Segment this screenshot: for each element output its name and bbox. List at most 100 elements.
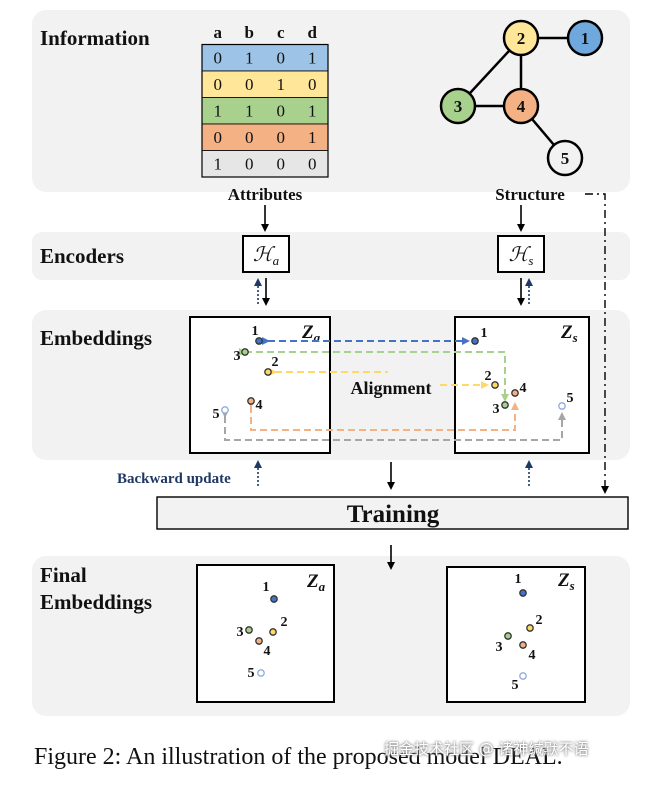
table-row (201, 150, 329, 178)
watermark: 掘金技术社区 @ 诸神缄默不语 (384, 740, 589, 758)
za-point-label-3: 3 (234, 349, 241, 364)
structure-label: Structure (495, 185, 565, 204)
section-title-information: Information (40, 26, 150, 50)
graph-node-label-1: 1 (581, 29, 590, 48)
table-row (201, 70, 329, 98)
zs-point-label-4: 4 (520, 381, 527, 396)
alignment-arrow-3 (239, 348, 509, 402)
section-title-encoders: Encoders (40, 244, 124, 268)
structure-to-training-line (585, 193, 609, 494)
encoders-panel (32, 232, 630, 280)
final-za-point-2 (269, 628, 277, 636)
za-point-label-2: 2 (272, 355, 279, 370)
figure-caption: Figure 2: An illustration of the propose… (34, 744, 563, 770)
section-title-embeddings: Embeddings (40, 326, 152, 350)
zs-point-4 (511, 389, 519, 397)
zs-point-3 (501, 401, 509, 409)
table-header-d: d (308, 23, 318, 42)
zs-point-label-2: 2 (485, 369, 492, 384)
graph-node-label-5: 5 (561, 149, 570, 168)
table-cell: 0 (214, 128, 223, 147)
za-point-label-4: 4 (256, 398, 263, 413)
zs-point-1 (471, 337, 479, 345)
za-point-1 (255, 337, 263, 345)
final-zs-box (446, 566, 586, 703)
final-za-box (196, 564, 335, 703)
graph-node-label-3: 3 (454, 97, 463, 116)
graph-node-label-4: 4 (517, 97, 526, 116)
alignment-label: Alignment (351, 378, 432, 398)
graph-node-5 (546, 139, 584, 177)
za-point-2 (264, 368, 272, 376)
table-cell: 1 (308, 102, 317, 121)
table-cell: 1 (214, 102, 223, 121)
section-title-final-line2: Embeddings (40, 590, 152, 614)
zs-points: 1 2 3 4 5 (471, 326, 574, 417)
graph-node-label-2: 2 (517, 29, 526, 48)
final-za-point-label-1: 1 (263, 580, 270, 595)
table-cell: 1 (308, 128, 317, 147)
final-zs-points: 1 2 3 45 (496, 572, 543, 693)
graph-node-3 (439, 87, 477, 125)
training-label: Training (347, 501, 440, 528)
table-header-a: a (214, 23, 223, 42)
table-row (201, 97, 329, 125)
zs-point-2 (491, 381, 499, 389)
final-zs-point-label-3: 3 (496, 640, 503, 655)
encoder-a-box (242, 235, 290, 273)
table-cell: 1 (214, 155, 223, 174)
final-za-point-label-4: 4 (264, 644, 271, 659)
training-bar (156, 496, 629, 530)
zs-point-label-3: 3 (493, 402, 500, 417)
zs-point-label-5: 5 (567, 391, 574, 406)
table-cell: 0 (277, 128, 286, 147)
final-zs-point-label-2: 2 (536, 613, 543, 628)
final-zs-point-label-1: 1 (515, 572, 522, 587)
final-za-point-4 (255, 637, 263, 645)
table-cell: 1 (245, 102, 254, 121)
alignment-arrow-5 (221, 410, 566, 441)
zs-point-label-1: 1 (481, 326, 488, 341)
za-point-4 (247, 397, 255, 405)
final-zs-point-3 (504, 632, 512, 640)
graph-node-4 (502, 87, 540, 125)
table-header-b: b (245, 23, 254, 42)
table-border (201, 43, 329, 178)
final-za-point-label-3: 3 (237, 625, 244, 640)
encoder-s-box (497, 235, 545, 273)
final-za-point-3 (245, 626, 253, 634)
table-cell: 0 (308, 155, 317, 174)
zs-embedding-box (454, 316, 590, 454)
table-cell: 0 (214, 75, 223, 94)
final-za-point-1 (270, 595, 278, 603)
structure-graph: 1 2 3 4 5 (439, 19, 604, 177)
final-za-point-label-2: 2 (281, 615, 288, 630)
final-zs-point-2 (526, 624, 534, 632)
final-zs-point-label-5: 5 (512, 678, 519, 693)
za-point-3 (241, 348, 249, 356)
za-point-label-5: 5 (213, 407, 220, 422)
table-cell: 0 (277, 155, 286, 174)
table-cell: 1 (245, 49, 254, 68)
table-cell: 0 (245, 75, 254, 94)
information-panel (32, 10, 630, 192)
table-cell: 0 (277, 102, 286, 121)
final-zs-point-5 (519, 672, 527, 680)
table-cell: 0 (245, 155, 254, 174)
final-zs-point-1 (519, 589, 527, 597)
final-zs-point-label-4: 4 (529, 648, 536, 663)
final-za-point-label-5: 5 (248, 666, 255, 681)
table-cell: 0 (277, 49, 286, 68)
graph-node-2 (502, 19, 540, 57)
backward-update-label: Backward update (117, 471, 231, 487)
table-cell: 1 (277, 75, 286, 94)
table-cell: 1 (308, 49, 317, 68)
final-za-points: 1 2 3 45 (237, 580, 288, 681)
attributes-label: Attributes (228, 185, 303, 204)
final-zs-point-4 (519, 641, 527, 649)
table-cell: 0 (214, 49, 223, 68)
